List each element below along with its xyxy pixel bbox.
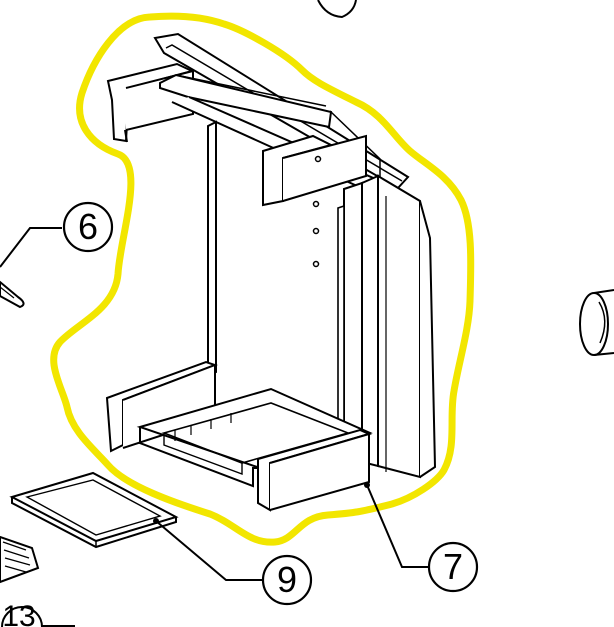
callout-6-label: 6 — [78, 206, 98, 247]
callout-9-label: 9 — [277, 559, 297, 600]
part-7-firebox-assembly — [50, 12, 475, 546]
part-9-tray — [9, 471, 179, 549]
callout-13-label: 13 — [2, 600, 35, 627]
callout-7-label: 7 — [443, 546, 463, 587]
callout-7: 7 — [364, 482, 479, 593]
yellow-highlight-outline — [50, 12, 475, 546]
right-cylinder-part — [579, 289, 614, 356]
part-6-rod — [0, 280, 25, 309]
top-cropped-part — [317, 0, 357, 19]
callout-6: 6 — [0, 201, 114, 268]
callout-13: 13 — [1, 600, 75, 627]
grille-part — [0, 535, 40, 584]
callout-9: 9 — [153, 518, 313, 606]
